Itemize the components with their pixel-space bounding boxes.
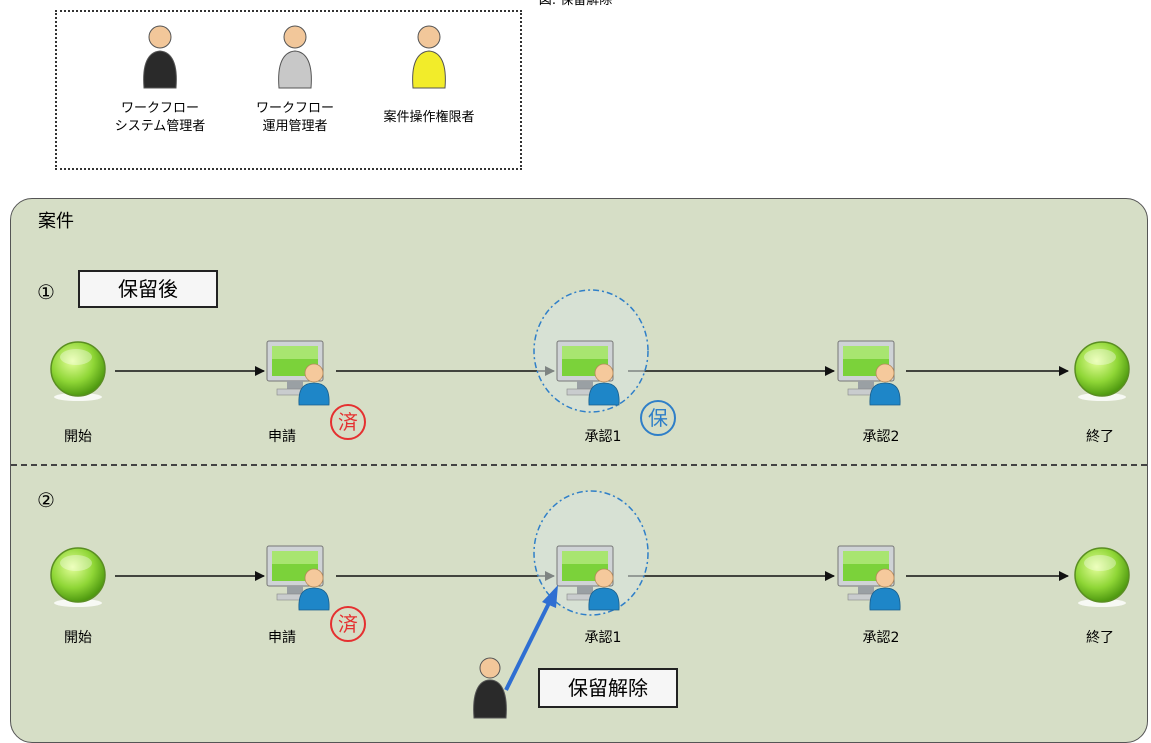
release-action-label-box: 保留解除 [538,668,678,708]
legend-item-operations-admin: ワークフロー 運用管理者 [220,24,370,136]
node-label-apply: 申請 [268,630,296,646]
node-label-approval1: 承認1 [584,630,622,646]
terminal-icon [837,340,901,406]
hold-badge: 保 [640,400,676,436]
terminal-icon [266,545,330,611]
figure-caption: 図: 保留解除 [538,0,613,8]
case-title: 案件 [38,211,74,232]
legend-item-case-operator: 案件操作権限者 [354,24,504,127]
terminal-icon [266,340,330,406]
person-icon [278,25,312,89]
release-action-arrowhead [542,585,558,608]
legend-box: ワークフロー システム管理者 ワークフロー 運用管理者 案件操作権限者 [55,10,522,170]
row-number: ① [37,280,55,304]
completed-badge: 済 [330,404,366,440]
terminal-icon [837,545,901,611]
row-number: ② [37,488,55,512]
legend-label: ワークフロー システム管理者 [114,101,206,134]
person-icon [412,25,446,89]
end-node-icon [1074,341,1130,402]
legend-item-system-admin: ワークフロー システム管理者 [85,24,235,136]
node-label-end: 終了 [1086,429,1114,445]
node-label-end: 終了 [1086,630,1114,646]
release-action-arrow [504,598,553,691]
node-label-approval2: 承認2 [862,630,900,646]
legend-label: ワークフロー 運用管理者 [255,101,334,134]
state-label-box: 保留後 [78,270,218,308]
start-node-icon [50,547,106,608]
node-label-apply: 申請 [268,429,296,445]
node-label-approval1: 承認1 [584,429,622,445]
start-node-icon [50,341,106,402]
person-icon [473,657,507,719]
person-icon [143,25,177,89]
end-node-icon [1074,547,1130,608]
legend-label: 案件操作権限者 [383,110,475,125]
row-divider [11,464,1147,466]
completed-badge: 済 [330,606,366,642]
node-label-start: 開始 [64,630,92,646]
node-label-approval2: 承認2 [862,429,900,445]
node-label-start: 開始 [64,429,92,445]
